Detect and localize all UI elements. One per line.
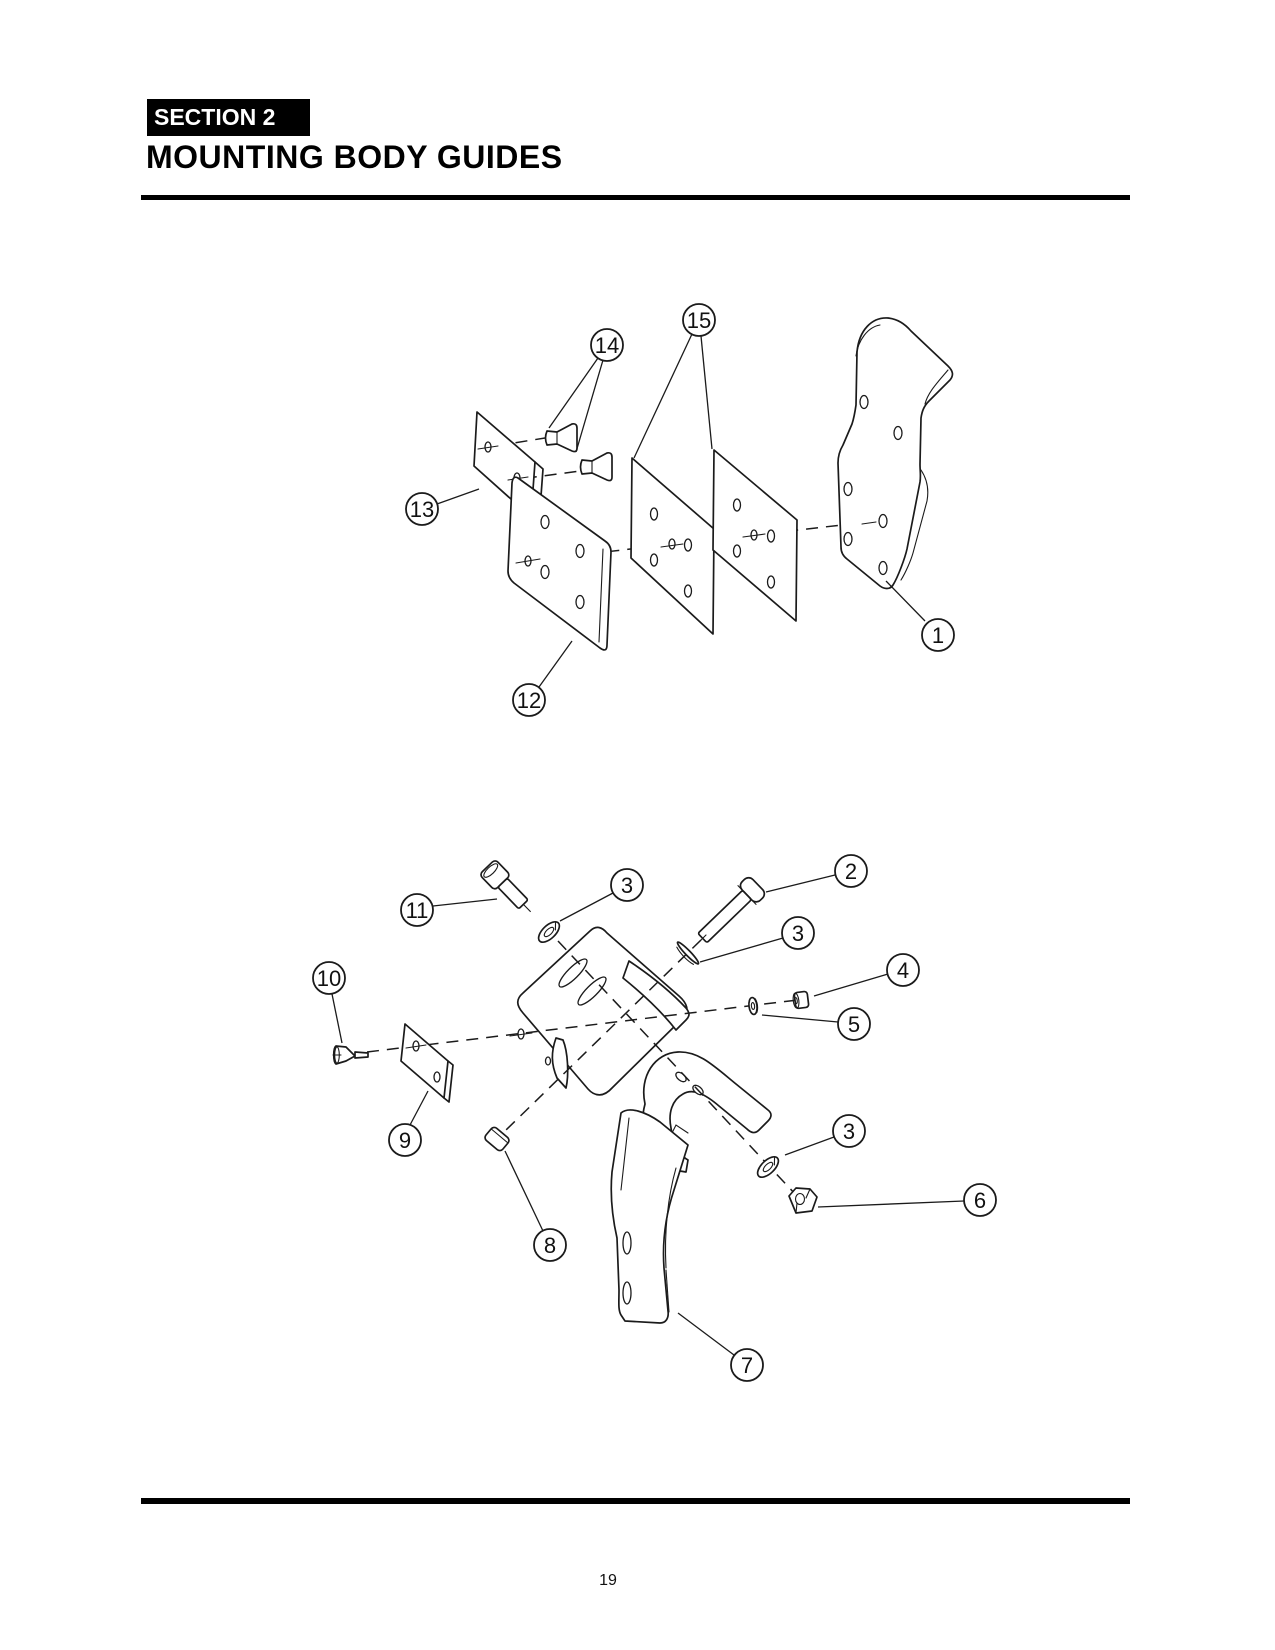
section-label: SECTION 2	[147, 99, 310, 136]
part-spacer-8	[484, 1126, 510, 1152]
leader-line	[331, 993, 343, 1044]
callout-3-lower: 3	[832, 1114, 866, 1148]
callout-5: 5	[837, 1007, 871, 1041]
part-shim-15	[630, 457, 715, 635]
svg-text:3: 3	[843, 1119, 855, 1144]
centerline	[504, 470, 581, 482]
header-rule	[141, 195, 1130, 200]
page-number: 19	[599, 1572, 617, 1589]
leader-line	[504, 1150, 544, 1232]
part-lock-washer-3	[756, 1155, 780, 1179]
callout-12: 12	[512, 683, 546, 717]
centerline	[504, 939, 702, 1132]
leader-line	[575, 359, 604, 453]
callout-9: 9	[388, 1123, 422, 1157]
svg-text:2: 2	[845, 859, 857, 884]
callout-1: 1	[921, 618, 955, 652]
part-wear-plate-9	[400, 1023, 454, 1103]
leader-line	[885, 580, 926, 622]
callout-4: 4	[886, 953, 920, 987]
svg-text:14: 14	[595, 333, 619, 358]
svg-text:8: 8	[544, 1233, 556, 1258]
bottom-diagram: 11 3 2 3 4 5 10 9 8	[312, 854, 997, 1382]
svg-text:13: 13	[410, 497, 434, 522]
leader-line	[436, 488, 480, 505]
part-center-guide-bracket	[509, 926, 690, 1096]
svg-text:5: 5	[848, 1012, 860, 1037]
part-washer-5	[748, 996, 759, 1016]
svg-text:15: 15	[687, 308, 711, 333]
callout-3-upper: 3	[610, 868, 644, 902]
leader-line	[761, 1014, 839, 1023]
leader-line	[784, 1136, 835, 1156]
centerline	[557, 940, 798, 1197]
svg-text:3: 3	[792, 921, 804, 946]
part-washer-3	[676, 941, 700, 965]
leader-line	[559, 892, 614, 922]
callout-3-mid: 3	[781, 916, 815, 950]
callout-6: 6	[963, 1183, 997, 1217]
callout-10: 10	[312, 961, 346, 995]
part-long-bracket-7	[610, 1051, 772, 1324]
part-lock-washer-3	[537, 920, 561, 944]
callout-15: 15	[682, 303, 716, 337]
page-title: MOUNTING BODY GUIDES	[146, 139, 563, 175]
svg-text:4: 4	[897, 958, 909, 983]
svg-text:6: 6	[974, 1188, 986, 1213]
svg-text:1: 1	[932, 623, 944, 648]
callout-8: 8	[533, 1228, 567, 1262]
leader-line	[538, 640, 573, 688]
svg-text:12: 12	[517, 688, 541, 713]
centerline	[366, 998, 807, 1053]
leader-line	[765, 874, 836, 893]
part-cap-screw-11	[480, 860, 531, 913]
top-diagram: 14 15 13 12 1	[405, 303, 955, 717]
part-screw-10	[332, 1045, 369, 1065]
callout-11: 11	[400, 893, 434, 927]
callout-13: 13	[405, 492, 439, 526]
svg-text:3: 3	[621, 873, 633, 898]
leader-line	[817, 1200, 965, 1208]
svg-text:9: 9	[399, 1128, 411, 1153]
leader-line	[699, 937, 784, 963]
part-guide-plate-12	[507, 476, 612, 651]
callout-14: 14	[590, 328, 624, 362]
footer-rule	[141, 1498, 1130, 1504]
leader-line	[813, 973, 889, 997]
leader-line	[548, 357, 599, 429]
leader-line	[432, 898, 498, 907]
leader-line	[700, 335, 713, 450]
svg-text:11: 11	[406, 898, 429, 923]
leader-line	[677, 1312, 735, 1356]
callout-7: 7	[730, 1348, 764, 1382]
leader-line	[633, 333, 693, 459]
part-fastener-14	[579, 451, 613, 482]
part-hex-nut-6	[788, 1187, 818, 1214]
part-shim-15	[712, 449, 798, 622]
svg-text:10: 10	[317, 966, 341, 991]
svg-text:7: 7	[741, 1353, 753, 1378]
part-fastener-14	[544, 422, 578, 453]
part-bolt-2	[697, 876, 766, 943]
part-body-guide-1	[837, 317, 954, 590]
axis-line	[695, 934, 707, 946]
callout-2: 2	[834, 854, 868, 888]
part-nut-4	[792, 990, 810, 1010]
leader-line	[409, 1090, 429, 1126]
